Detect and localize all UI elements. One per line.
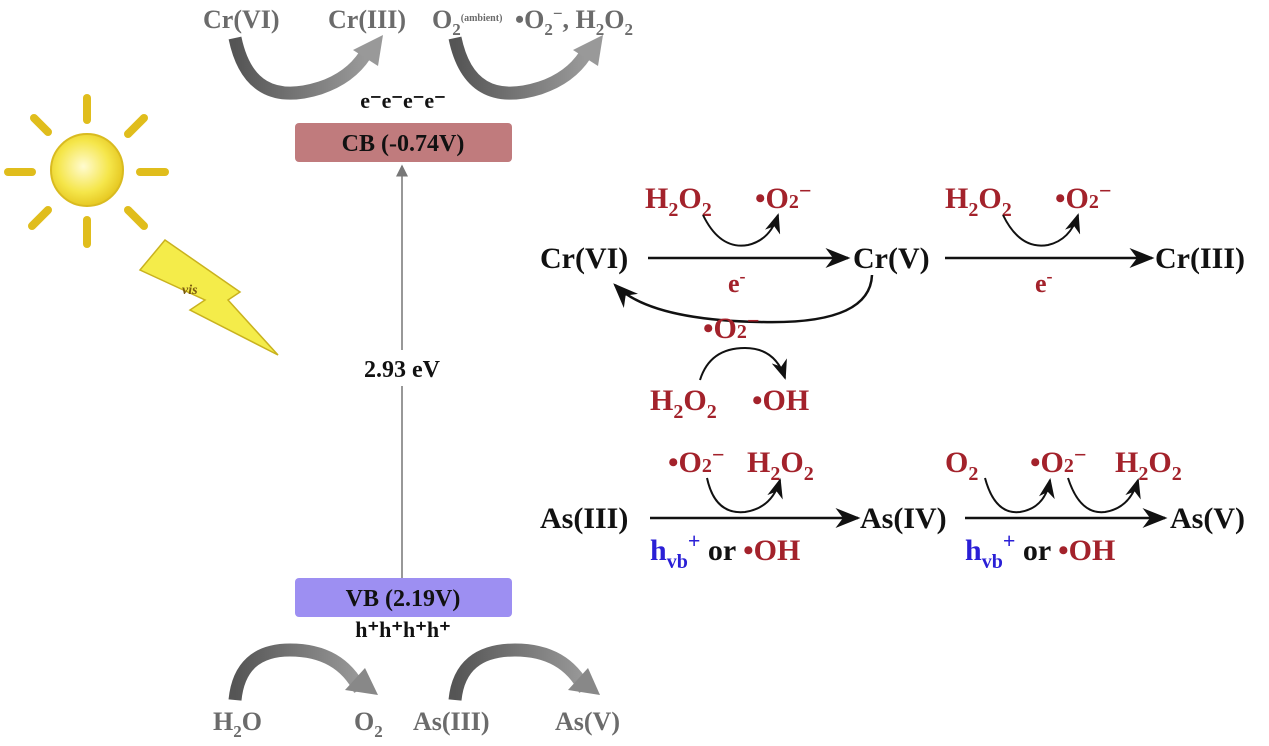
as-oxidation-pathway: As(III) As(IV) As(V) •O2− H2O2 hvb+ or •… (540, 442, 1245, 573)
as-oxidant-label: hvb+ or •OH (650, 528, 800, 573)
superoxide-label: •O2− (1055, 178, 1111, 215)
conduction-band-box (295, 123, 512, 162)
superoxide-label: •O2− (668, 442, 724, 479)
hydroxyl-label: •OH (752, 384, 809, 417)
h2o2-label: H2O2 (747, 446, 814, 485)
as-row-asiv: As(IV) (860, 502, 947, 535)
asv-label: As(V) (555, 707, 620, 736)
asiii-label: As(III) (413, 707, 490, 736)
cr-reduction-pathway: Cr(VI) Cr(V) Cr(III) H2O2 •O2− e- H2O2 •… (540, 178, 1245, 423)
lightning-icon: vis (138, 238, 279, 356)
sun-icon (4, 94, 169, 248)
vis-label: vis (182, 283, 198, 298)
o2-label: O2 (354, 707, 383, 741)
cr-row-crv: Cr(V) (853, 242, 930, 275)
electron-label: e- (1035, 266, 1053, 298)
cr-row-crvi: Cr(VI) (540, 242, 628, 275)
o2-label: O2 (945, 446, 978, 485)
band-gap-label: 2.93 eV (364, 357, 441, 383)
electrons-label: e⁻e⁻e⁻e⁻ (360, 88, 446, 113)
superoxide-peroxide-label: •O2−, H2O2 (515, 4, 633, 39)
cb-reactions: Cr(VI) Cr(III) O2(ambient) •O2−, H2O2 (203, 4, 633, 100)
valence-band-box (295, 578, 512, 617)
crvi-label: Cr(VI) (203, 5, 280, 34)
cr-row-criii: Cr(III) (1155, 242, 1245, 275)
superoxide-label: •O2− (755, 178, 811, 215)
superoxide-label: •O2− (1030, 442, 1086, 479)
as-row-asiii: As(III) (540, 502, 628, 535)
holes-label: h⁺h⁺h⁺h⁺ (355, 617, 450, 642)
back-superoxide-label: •O2− (703, 308, 759, 345)
as-oxidant-label: hvb+ or •OH (965, 528, 1115, 573)
o2-ambient-label: O2(ambient) (432, 5, 502, 39)
back-h2o2-label: H2O2 (650, 384, 717, 423)
vb-label: VB (2.19V) (346, 586, 461, 612)
as-row-asv: As(V) (1170, 502, 1245, 535)
criii-label: Cr(III) (328, 5, 406, 34)
h2o2-label: H2O2 (645, 182, 712, 221)
vb-reactions: H2O O2 As(III) As(V) (213, 643, 620, 741)
cb-label: CB (-0.74V) (342, 131, 465, 157)
h2o2-label: H2O2 (1115, 446, 1182, 485)
h2o-label: H2O (213, 707, 262, 741)
h2o2-label: H2O2 (945, 182, 1012, 221)
electron-label: e- (728, 266, 746, 298)
